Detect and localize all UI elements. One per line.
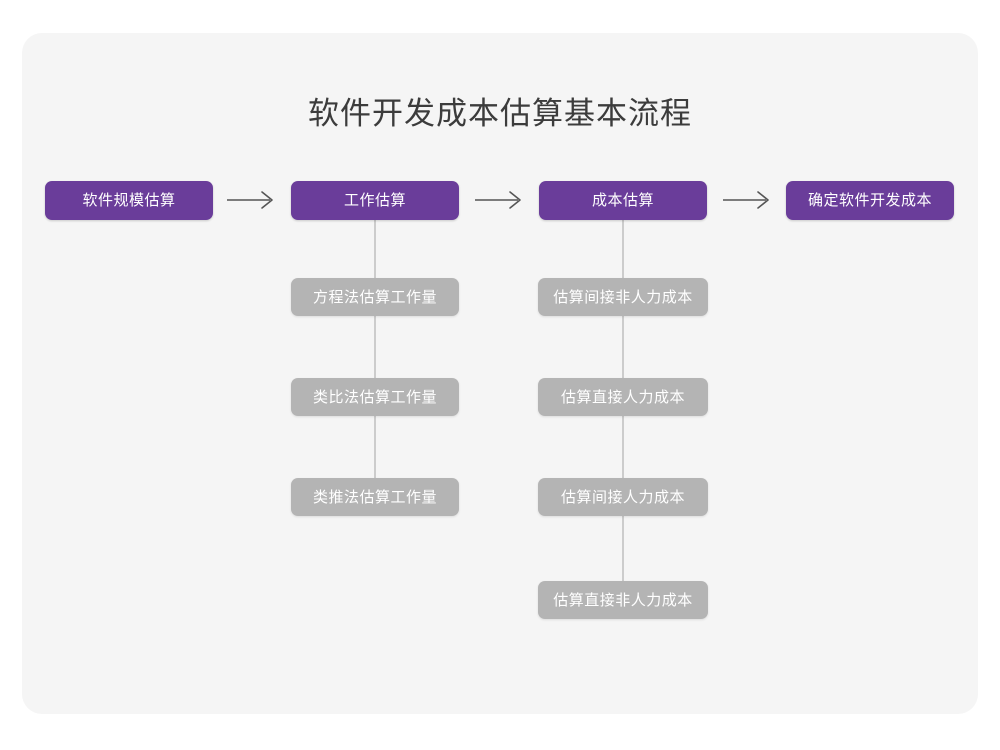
substep-node-label: 估算间接非人力成本 (553, 288, 693, 306)
substep-node-label: 估算直接人力成本 (560, 388, 685, 406)
substep-node-analogous-inference-effort[interactable]: 类推法估算工作量 (291, 478, 459, 516)
substep-node-direct-nonlabor-cost[interactable]: 估算直接非人力成本 (538, 581, 708, 619)
substep-node-equation-method-effort[interactable]: 方程法估算工作量 (291, 278, 459, 316)
stage-node-label: 软件规模估算 (82, 192, 176, 209)
stage-node-work-estimation[interactable]: 工作估算 (291, 181, 459, 220)
stage-node-software-scale-estimation[interactable]: 软件规模估算 (45, 181, 213, 220)
stage-node-label: 成本估算 (591, 192, 654, 209)
connector-stage-2 (374, 219, 376, 497)
stage-node-label: 工作估算 (343, 192, 406, 209)
stage-node-determine-development-cost[interactable]: 确定软件开发成本 (786, 181, 954, 220)
arrow-right-icon-3 (722, 189, 774, 211)
substep-node-label: 类推法估算工作量 (312, 488, 437, 506)
arrow-right-icon-2 (474, 189, 526, 211)
stage-node-cost-estimation[interactable]: 成本估算 (539, 181, 707, 220)
substep-node-label: 方程法估算工作量 (312, 288, 437, 306)
stage-node-label: 确定软件开发成本 (807, 192, 932, 209)
diagram-card (22, 33, 978, 714)
substep-node-label: 估算直接非人力成本 (553, 591, 693, 609)
substep-node-direct-labor-cost[interactable]: 估算直接人力成本 (538, 378, 708, 416)
arrow-right-icon-1 (226, 189, 278, 211)
page-title: 软件开发成本估算基本流程 (308, 96, 692, 131)
substep-node-label: 类比法估算工作量 (312, 388, 437, 406)
substep-node-indirect-labor-cost[interactable]: 估算间接人力成本 (538, 478, 708, 516)
substep-node-analogy-method-effort[interactable]: 类比法估算工作量 (291, 378, 459, 416)
substep-node-indirect-nonlabor-cost[interactable]: 估算间接非人力成本 (538, 278, 708, 316)
substep-node-label: 估算间接人力成本 (560, 488, 685, 506)
